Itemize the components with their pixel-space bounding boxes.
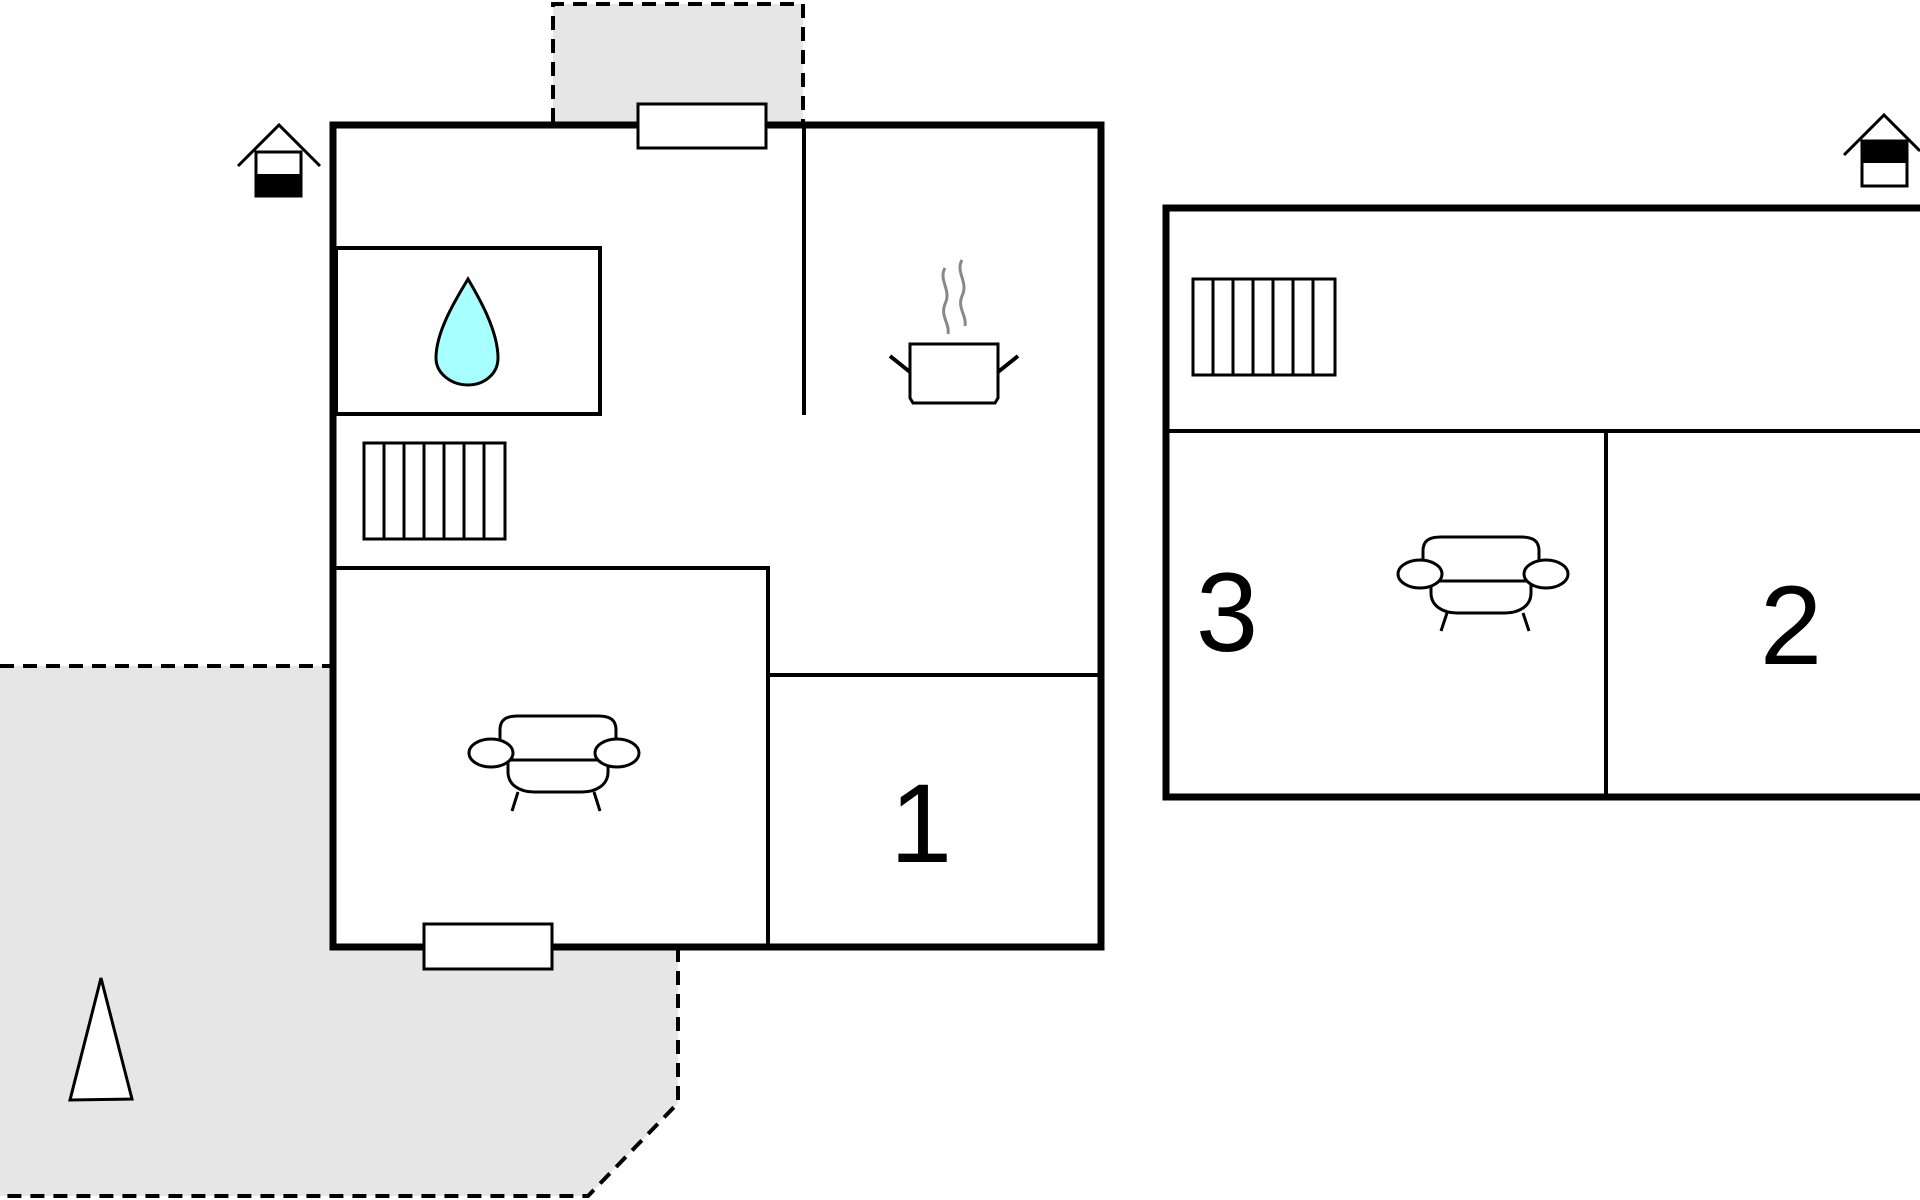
water-drop-icon (434, 276, 500, 387)
room-label-2: 2 (1760, 563, 1822, 688)
house-ground-floor-icon (236, 122, 322, 198)
sofa-icon (467, 714, 641, 812)
house-upper-floor-icon (1842, 112, 1920, 188)
stairs-icon (362, 441, 507, 541)
living-room-wall (336, 566, 770, 944)
upper-floor: 3 2 (1162, 204, 1920, 801)
upper-floor-outline (1162, 204, 1920, 801)
sofa-icon (1396, 535, 1570, 632)
room-label-1: 1 (890, 761, 952, 886)
tree-icon (68, 977, 134, 1102)
room-label-3: 3 (1196, 550, 1258, 675)
ground-floor: 1 (329, 102, 1105, 971)
door-top (636, 102, 768, 150)
terrace-bottom (0, 664, 680, 1198)
terrace-top (551, 2, 805, 122)
cooking-pot-icon (888, 259, 1020, 405)
door-bottom (422, 922, 554, 971)
stairs-icon (1191, 277, 1337, 377)
